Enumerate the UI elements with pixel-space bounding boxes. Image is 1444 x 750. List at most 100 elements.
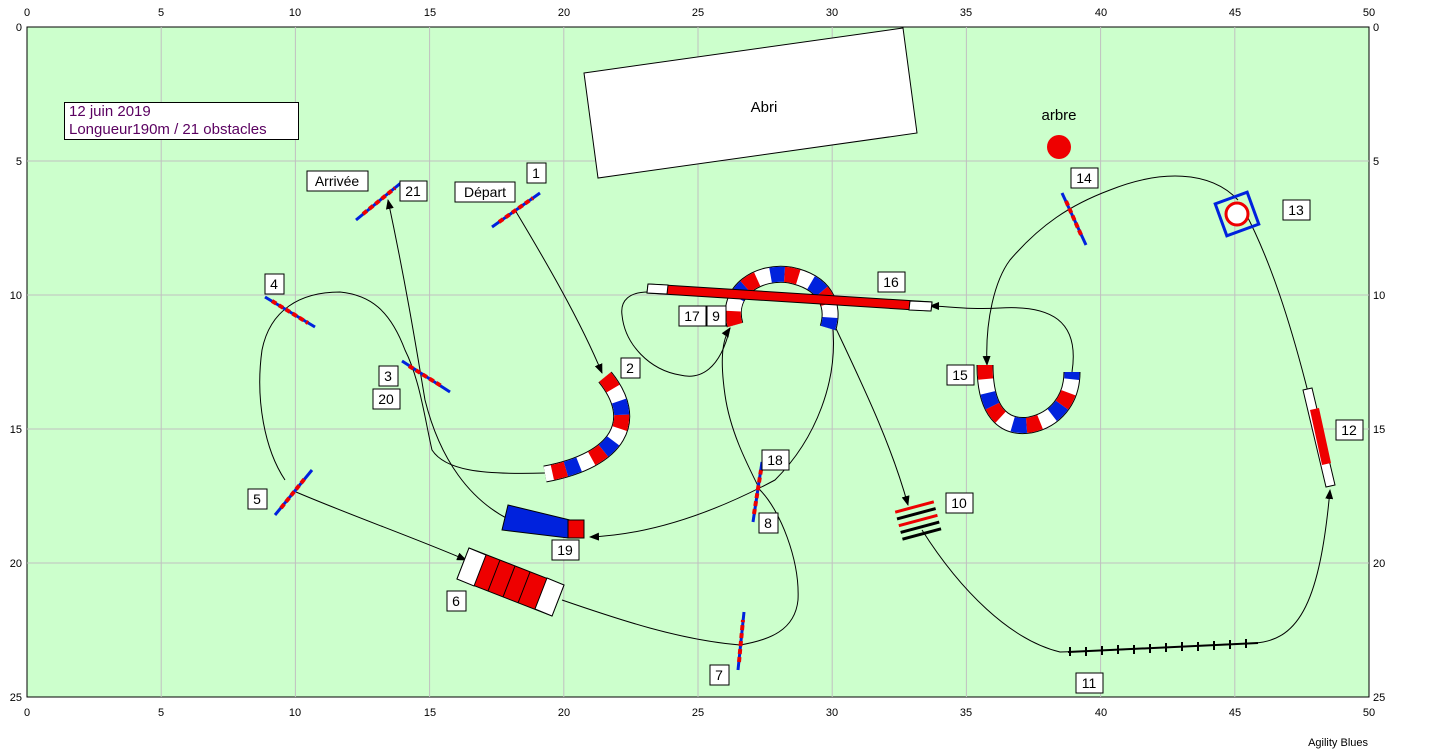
tire-13 [1213, 190, 1261, 238]
y-tick-left: 5 [16, 156, 22, 168]
svg-text:2: 2 [626, 360, 634, 376]
jump-3 [401, 359, 451, 394]
shelter-label: Abri [751, 99, 778, 116]
number-9: 9 [706, 305, 727, 327]
jump-4 [264, 295, 316, 329]
x-tick-top: 10 [289, 7, 301, 19]
svg-text:12: 12 [1341, 422, 1357, 438]
axis-top: 0 5 10 15 20 25 30 35 40 45 50 [24, 7, 1375, 19]
svg-text:10: 10 [951, 495, 967, 511]
y-tick-right: 0 [1373, 22, 1379, 34]
y-tick-left: 15 [10, 424, 22, 436]
svg-text:21: 21 [405, 183, 421, 199]
svg-text:16: 16 [883, 274, 899, 290]
aframe-6 [456, 547, 565, 617]
svg-text:3: 3 [384, 368, 392, 384]
weave-11 [1067, 639, 1259, 656]
number-6: 6 [446, 590, 467, 612]
number-5: 5 [247, 488, 268, 510]
svg-text:Arrivée: Arrivée [315, 173, 360, 189]
number-18: 18 [761, 449, 790, 471]
x-tick-bottom: 5 [158, 707, 164, 719]
course-date: 12 juin 2019 [69, 103, 151, 120]
x-tick-bottom: 45 [1229, 707, 1241, 719]
svg-text:5: 5 [253, 491, 261, 507]
jump-8 [751, 461, 764, 523]
number-8: 8 [758, 512, 779, 534]
x-tick-top: 30 [826, 7, 838, 19]
finish-label: Arrivée [306, 170, 369, 192]
jump-14 [1060, 192, 1088, 246]
y-tick-right: 15 [1373, 424, 1385, 436]
x-tick-top: 25 [692, 7, 704, 19]
start-label: Départ [454, 181, 516, 203]
seesaw-12 [1302, 387, 1336, 488]
x-tick-top: 0 [24, 7, 30, 19]
number-17: 17 [678, 305, 707, 327]
svg-text:13: 13 [1288, 202, 1304, 218]
x-tick-bottom: 35 [960, 707, 972, 719]
y-tick-right: 10 [1373, 290, 1385, 302]
x-tick-bottom: 50 [1363, 707, 1375, 719]
x-tick-top: 40 [1095, 7, 1107, 19]
shelter: Abri [583, 27, 918, 179]
svg-text:20: 20 [378, 391, 394, 407]
x-tick-bottom: 15 [424, 707, 436, 719]
number-20: 20 [372, 388, 401, 410]
svg-text:1: 1 [532, 165, 540, 181]
x-tick-top: 45 [1229, 7, 1241, 19]
number-10: 10 [945, 492, 974, 514]
number-1: 1 [526, 162, 547, 184]
svg-text:4: 4 [270, 276, 278, 292]
number-13: 13 [1282, 199, 1311, 221]
axis-bottom: 0 5 10 15 20 25 30 35 40 45 50 [24, 707, 1375, 719]
long-jump-10 [894, 500, 942, 541]
tree: arbre [1041, 107, 1077, 159]
y-tick-left: 0 [16, 22, 22, 34]
number-3: 3 [378, 365, 399, 387]
y-tick-right: 20 [1373, 558, 1385, 570]
svg-text:14: 14 [1076, 170, 1092, 186]
svg-text:11: 11 [1082, 675, 1097, 691]
course-path [259, 175, 1334, 653]
number-21: 21 [399, 180, 428, 202]
number-19: 19 [551, 539, 580, 561]
x-tick-top: 35 [960, 7, 972, 19]
axis-right: 0 5 10 15 20 25 [1373, 22, 1385, 704]
x-tick-bottom: 40 [1095, 707, 1107, 719]
svg-text:17: 17 [684, 308, 700, 324]
svg-text:Départ: Départ [464, 184, 506, 200]
jump-7 [736, 611, 746, 671]
x-tick-bottom: 0 [24, 707, 30, 719]
y-tick-left: 20 [10, 558, 22, 570]
svg-text:8: 8 [764, 515, 772, 531]
x-tick-bottom: 25 [692, 707, 704, 719]
number-11: 11 [1075, 672, 1104, 694]
jump-21 [355, 180, 403, 222]
number-15: 15 [946, 364, 975, 386]
obstacle-numbers: 1 2 3 4 5 6 7 8 9 10 11 12 13 14 15 16 1… [247, 162, 1364, 694]
chute-19 [501, 504, 585, 539]
dogwalk-16 [646, 283, 933, 312]
jump-1 [491, 191, 541, 229]
footer-credit: Agility Blues [1308, 737, 1368, 749]
tree-label: arbre [1041, 107, 1076, 124]
number-7: 7 [709, 664, 730, 686]
course-info-box: 12 juin 2019 Longueur190m / 21 obstacles [64, 102, 299, 140]
tunnel-15 [976, 364, 1081, 435]
svg-text:7: 7 [715, 667, 723, 683]
svg-text:9: 9 [712, 308, 720, 324]
svg-text:19: 19 [557, 542, 573, 558]
x-tick-bottom: 20 [558, 707, 570, 719]
number-4: 4 [264, 273, 285, 295]
x-tick-bottom: 10 [289, 707, 301, 719]
tunnel-2 [543, 371, 631, 483]
y-tick-right: 25 [1373, 692, 1385, 704]
number-12: 12 [1335, 419, 1364, 441]
x-tick-bottom: 30 [826, 707, 838, 719]
jump-5 [273, 469, 314, 516]
x-tick-top: 15 [424, 7, 436, 19]
number-14: 14 [1070, 167, 1099, 189]
x-tick-top: 5 [158, 7, 164, 19]
